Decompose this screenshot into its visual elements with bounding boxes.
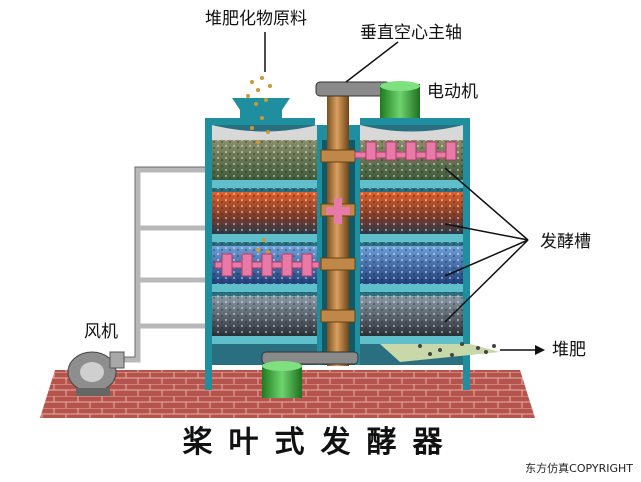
blower: [67, 351, 125, 396]
motor-top: [380, 81, 420, 91]
raw-material-particles: [246, 76, 272, 254]
tank-shelves: [212, 180, 463, 344]
paddle-lower: [214, 253, 320, 277]
label-blower: 风机: [84, 322, 118, 342]
feed-hopper: [232, 98, 290, 110]
compost-arrow-head: [535, 345, 545, 355]
paddle-cross: [326, 198, 350, 224]
bottom-gear: [261, 351, 359, 365]
tank-dome: [212, 125, 317, 140]
compost-particles: [418, 342, 496, 357]
label-motor: 电动机: [427, 82, 478, 102]
air-pipe: [118, 167, 210, 363]
label-compost: 堆肥: [552, 340, 586, 360]
compost-chute: [380, 344, 500, 362]
label-raw-material: 堆肥化物原料: [205, 9, 307, 29]
diagram-title: 桨叶式发酵器: [182, 425, 459, 460]
air-pipe-edge: [118, 166, 210, 358]
tank-dome-right: [360, 125, 463, 140]
top-gear: [315, 81, 391, 97]
label-fermentation-tank: 发酵槽: [540, 232, 591, 252]
bottom-motor-top: [262, 361, 302, 371]
copyright-text: 东方仿真COPYRIGHT: [525, 462, 633, 475]
paddle-upper: [354, 141, 457, 161]
main-shaft: [327, 86, 349, 366]
label-main-shaft: 垂直空心主轴: [360, 23, 462, 43]
leader-lines: [264, 32, 535, 351]
